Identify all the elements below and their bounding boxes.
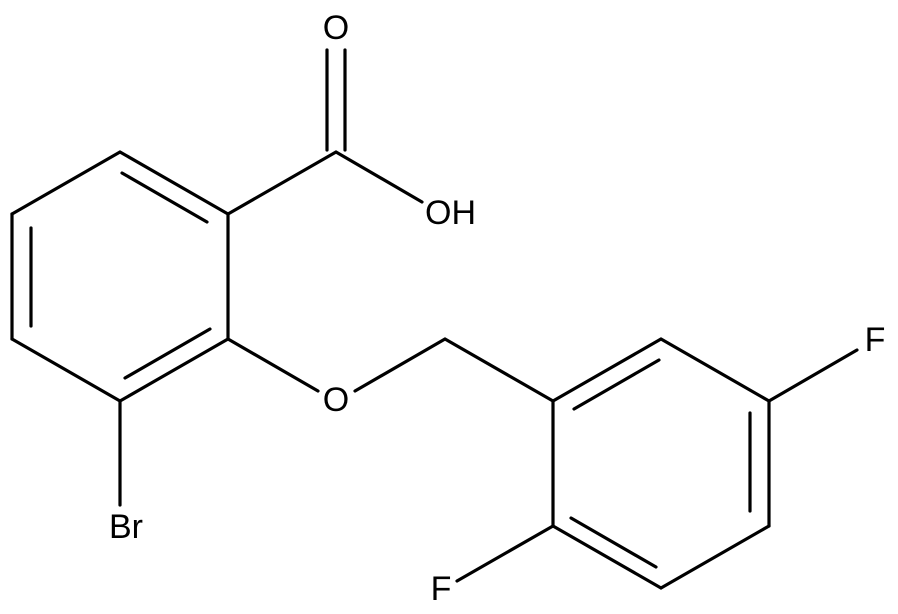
carbonyl-oxygen-label: O [323, 9, 349, 47]
ring-bond [118, 337, 230, 403]
ring-bond [10, 337, 122, 403]
benzoic-acid-ring [10, 150, 230, 403]
ring-bond [118, 150, 230, 216]
fluorine-ortho-label: F [431, 570, 452, 608]
ring-to-fluorine-bond [767, 348, 859, 403]
methylene-to-ring-bond [443, 337, 555, 403]
ring-bond [551, 524, 663, 590]
ring-bond [659, 337, 771, 403]
bromo-substituent: Br [109, 399, 143, 546]
carboxylic-acid-group: O OH [226, 9, 476, 232]
fluoro-substituents: F F [431, 321, 886, 608]
ring-bond [659, 524, 771, 590]
ring-bond [10, 150, 122, 216]
carbon-hydroxyl-bond [334, 150, 424, 204]
bromine-label: Br [109, 508, 143, 546]
ring-double-bond [572, 358, 661, 411]
ring-to-ether-bond [226, 337, 320, 393]
ether-to-methylene-bond [353, 337, 447, 393]
ether-oxygen-label: O [323, 381, 349, 419]
ether-linkage: O [226, 337, 555, 419]
fluorine-meta-label: F [865, 321, 886, 359]
ring-to-fluorine-bond [455, 524, 555, 583]
ring-double-bond [123, 327, 212, 380]
difluorophenyl-ring [551, 337, 771, 590]
ring-to-carboxyl-bond [226, 150, 338, 216]
hydroxyl-label: OH [425, 194, 476, 232]
ring-bond [551, 337, 663, 403]
ring-double-bond [569, 516, 658, 569]
ring-double-bond [120, 171, 209, 224]
